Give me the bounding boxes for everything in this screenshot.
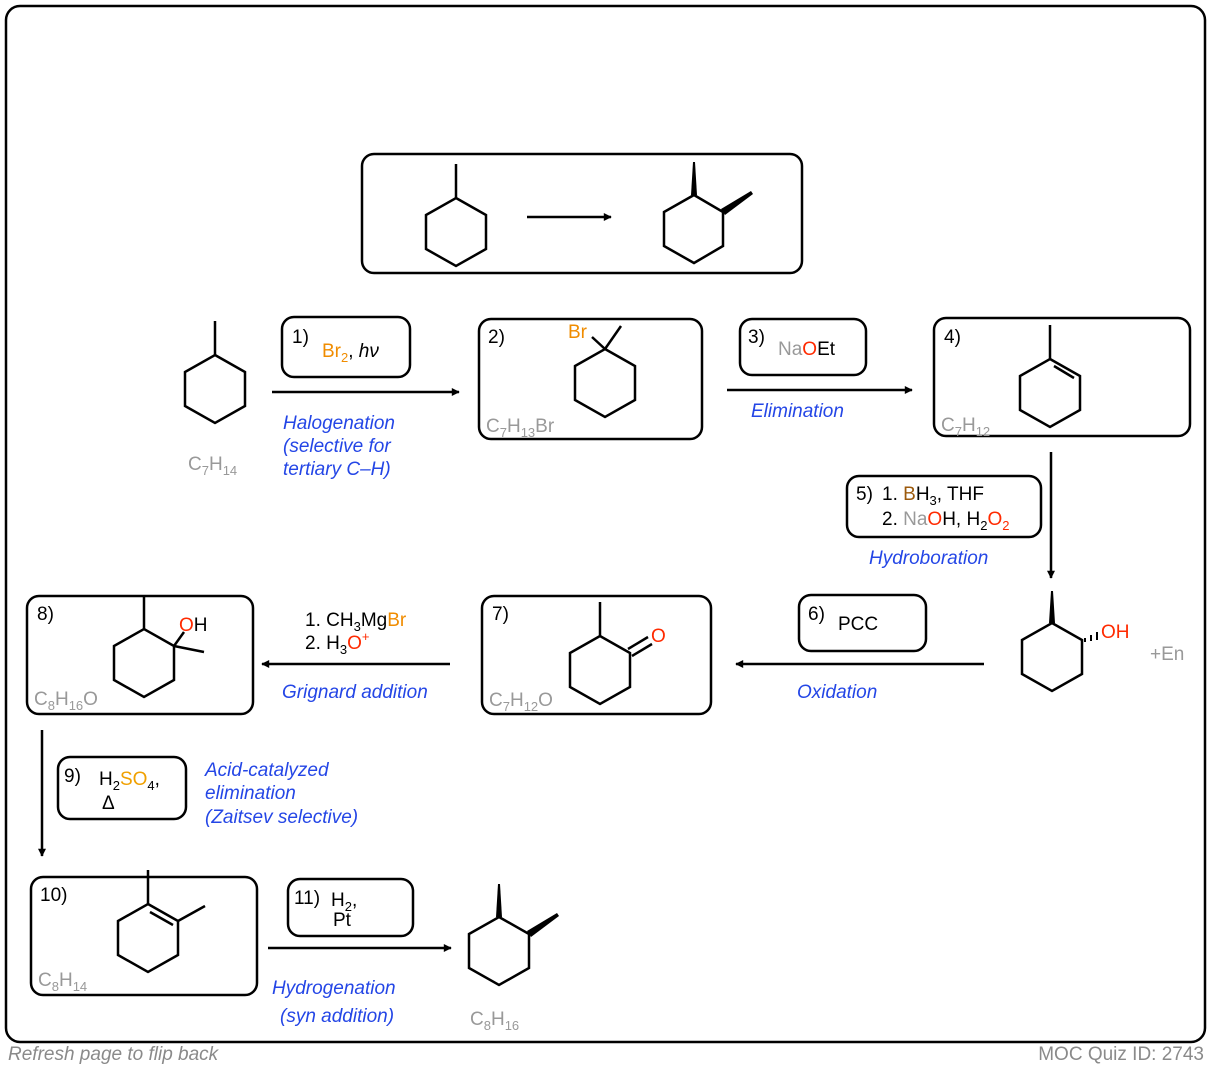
step3-reagent-box <box>738 317 868 377</box>
step2-number: 2) <box>488 327 505 348</box>
step5-label: Hydroboration <box>869 548 988 569</box>
step7-formula: C7H12O <box>489 690 553 714</box>
outer-frame <box>4 4 1207 1044</box>
step7-oxygen: O <box>651 626 666 647</box>
start-methylcyclohexane <box>183 321 247 425</box>
step3-reagent: NaOEt <box>778 339 836 360</box>
step11-number: 11) <box>294 888 320 909</box>
step4-methylcyclohexene <box>1018 325 1082 429</box>
step8-line1: 1. CH3MgBr <box>305 610 407 634</box>
step11-line1: H2, <box>331 890 357 914</box>
alcohol-oh-label: OH <box>1101 622 1130 643</box>
step10-dimethylcyclohexene <box>116 870 206 974</box>
final-cis-dimethylcyclohexane <box>467 884 559 987</box>
final-formula: C8H16 <box>470 1009 519 1033</box>
step5-number: 5) <box>856 484 873 505</box>
step6-number: 6) <box>808 604 825 625</box>
quiz-id: MOC Quiz ID: 2743 <box>1038 1044 1204 1065</box>
step2-bromomethylcyclohexane <box>573 325 637 419</box>
step1-number: 1) <box>292 327 309 348</box>
step7-number: 7) <box>492 604 509 625</box>
step3-label: Elimination <box>751 401 844 422</box>
step8-oh-label: OH <box>179 615 208 636</box>
step2-formula: C7H13Br <box>486 416 555 440</box>
step9-reagent-box <box>56 755 188 821</box>
step8-formula: C8H16O <box>34 689 98 713</box>
step1-reagent-box <box>280 315 412 379</box>
step8-box <box>25 594 255 716</box>
step9-label: Acid-catalyzed elimination (Zaitsev sele… <box>204 760 358 828</box>
step10-formula: C8H14 <box>38 970 87 994</box>
overview-box <box>360 152 804 275</box>
step6-reagent-box <box>797 593 928 653</box>
step6-label: Oxidation <box>797 682 877 703</box>
step6-reagent: PCC <box>838 614 878 635</box>
step4-number: 4) <box>944 327 961 348</box>
step2-box <box>477 317 704 441</box>
step11-line2: Pt <box>333 910 352 931</box>
step11-reagent-box <box>286 877 415 938</box>
overview-target-dimethylcyclohexane <box>662 162 753 265</box>
step1-label: Halogenation (selective for tertiary C–H… <box>283 413 400 480</box>
step10-number: 10) <box>40 885 67 906</box>
step7-box <box>480 594 713 716</box>
step5-line1: 1. BH3, THF <box>882 484 984 508</box>
step2-bromine: Br <box>568 322 588 343</box>
start-formula: C7H14 <box>188 454 237 478</box>
step9-line1: H2SO4, <box>99 769 160 793</box>
step3-number: 3) <box>748 327 765 348</box>
step5-reagent-box <box>845 474 1043 539</box>
refresh-hint: Refresh page to flip back <box>8 1044 219 1065</box>
step8-number: 8) <box>37 604 54 625</box>
step4-box <box>932 316 1192 438</box>
step8-dimethylcyclohexanol <box>112 595 205 699</box>
step4-formula: C7H12 <box>941 415 990 439</box>
step11-label: Hydrogenation (syn addition) <box>272 978 401 1027</box>
trans-2-methylcyclohexanol <box>1020 591 1098 693</box>
step9-line2: Δ <box>102 793 115 814</box>
side-note-en: +En <box>1150 644 1184 665</box>
step10-box <box>29 875 259 997</box>
step8-line2: 2. H3O+ <box>305 629 369 657</box>
step9-number: 9) <box>64 766 81 787</box>
step5-line2: 2. NaOH, H2O2 <box>882 509 1009 533</box>
step8-label: Grignard addition <box>282 682 428 703</box>
step7-methylcyclohexanone <box>568 602 653 706</box>
step1-reagent: Br2, hν <box>322 341 379 365</box>
overview-start-methylcyclohexane <box>424 164 488 268</box>
